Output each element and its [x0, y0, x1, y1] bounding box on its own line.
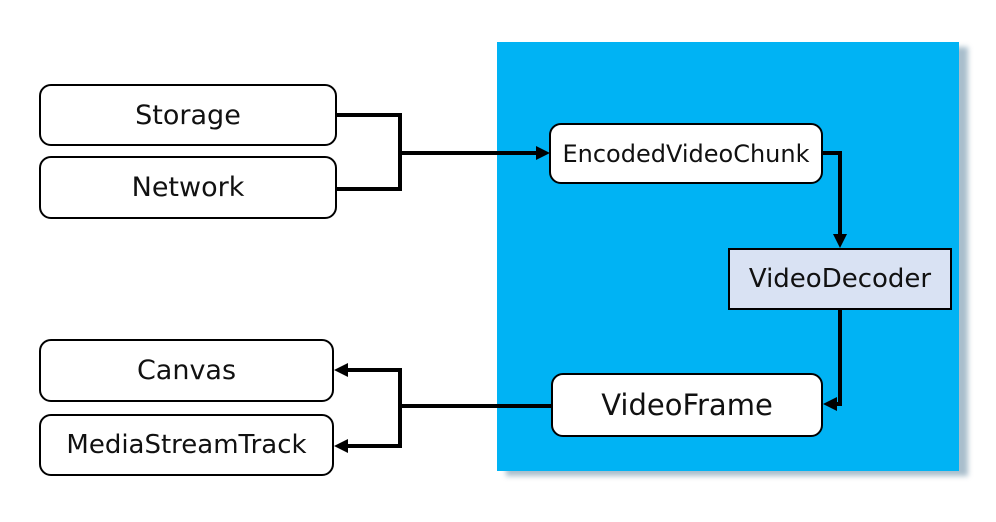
node-video-decoder-label: VideoDecoder — [748, 264, 932, 294]
connector-to-encodedvideochunk — [400, 151, 536, 155]
node-canvas-label: Canvas — [136, 355, 237, 386]
connector-videodecoder-out — [838, 310, 842, 406]
node-encoded-video-chunk-label: EncodedVideoChunk — [562, 139, 810, 168]
node-storage: Storage — [39, 84, 337, 146]
arrowhead-into-videodecoder-icon — [833, 234, 847, 248]
node-video-frame-label: VideoFrame — [601, 388, 773, 422]
connector-to-videoframe — [835, 402, 842, 406]
connector-videoframe-out — [402, 404, 551, 408]
node-network-label: Network — [131, 172, 245, 203]
node-video-frame: VideoFrame — [551, 373, 823, 437]
node-storage-label: Storage — [135, 99, 241, 131]
arrowhead-into-encodedvideochunk-icon — [536, 146, 550, 160]
connector-encodedvideochunk-out — [823, 151, 842, 155]
node-media-stream-track: MediaStreamTrack — [39, 414, 334, 476]
node-network: Network — [39, 156, 337, 219]
node-encoded-video-chunk: EncodedVideoChunk — [549, 123, 823, 184]
arrowhead-into-videoframe-icon — [823, 397, 837, 411]
connector-storage-out — [337, 113, 402, 117]
arrowhead-into-mediastreamtrack-icon — [334, 439, 348, 453]
node-video-decoder: VideoDecoder — [728, 248, 952, 310]
node-media-stream-track-label: MediaStreamTrack — [66, 430, 307, 460]
arrowhead-into-canvas-icon — [334, 363, 348, 377]
connector-to-mediastreamtrack — [348, 444, 402, 448]
connector-network-out — [337, 187, 402, 191]
node-canvas: Canvas — [39, 339, 334, 402]
connector-output-junction — [398, 368, 402, 448]
connector-to-canvas — [348, 368, 402, 372]
connector-to-videodecoder — [838, 151, 842, 234]
